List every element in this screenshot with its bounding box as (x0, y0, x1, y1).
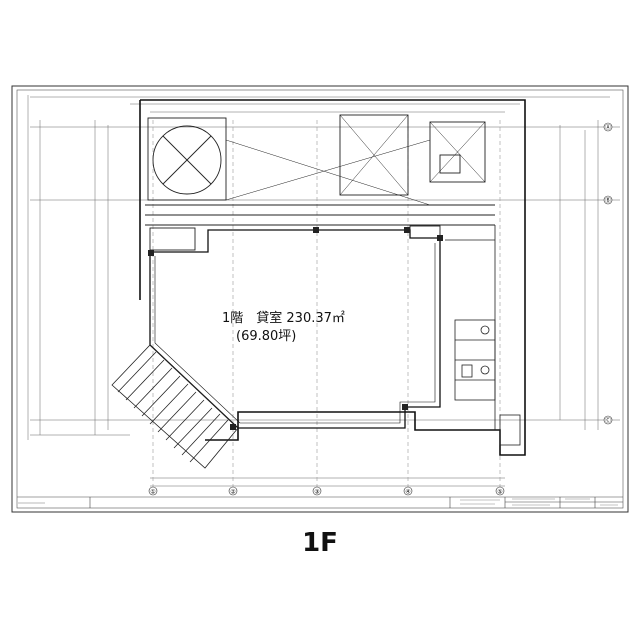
floor-label: 1F (302, 528, 338, 558)
grid-row-label: Ⓐ (605, 124, 611, 132)
room-name-area: 1階 貸室 230.37㎡ (222, 311, 345, 326)
drawing-border (11, 85, 629, 513)
grid-row-label: Ⓒ (605, 417, 611, 425)
dimension-lines (27, 95, 620, 487)
inner-border (16, 89, 624, 509)
external-ramp (111, 344, 239, 469)
grid-axis-label: ③ (314, 489, 319, 496)
grid-axes (148, 120, 613, 496)
room-area-label: 1階 貸室 230.37㎡ (69.80坪) (222, 311, 345, 344)
grid-axis-label: ① (150, 489, 155, 496)
building-walls (139, 99, 526, 456)
column-markers (148, 227, 443, 430)
room-area-tsubo: (69.80坪) (236, 329, 297, 344)
grid-axis-label: ② (230, 489, 236, 496)
service-core (145, 114, 495, 251)
grid-axis-label: ⑤ (497, 489, 502, 496)
restroom-area (445, 225, 521, 446)
title-block (17, 496, 623, 508)
grid-axis-label: ④ (405, 489, 410, 496)
grid-row-label: Ⓑ (605, 197, 611, 205)
